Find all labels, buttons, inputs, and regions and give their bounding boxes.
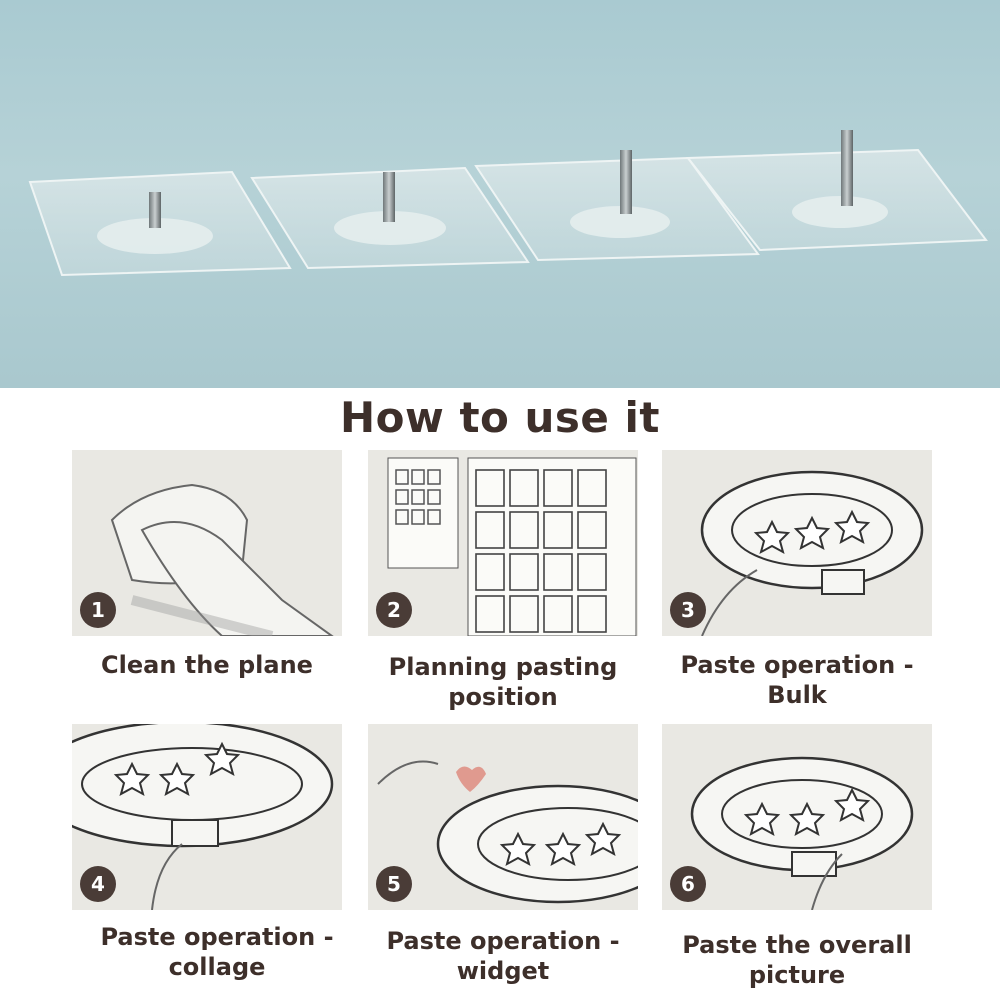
- airship-icon: [690, 756, 914, 910]
- step-3-illustration: 3: [662, 450, 932, 636]
- step-6-caption: Paste the overall picture: [682, 931, 912, 989]
- wall-pictures-icon: [387, 457, 637, 636]
- step-4-caption: Paste operation - collage: [100, 923, 334, 981]
- page-title: How to use it: [340, 393, 660, 442]
- adhesive-pad-3: [474, 150, 760, 262]
- step-5-number: 5: [376, 866, 412, 902]
- step-2-illustration: 2: [368, 450, 638, 636]
- adhesive-pad-1: [28, 170, 292, 277]
- step-2-number: 2: [376, 592, 412, 628]
- step-3-caption: Paste operation - Bulk: [680, 651, 914, 709]
- adhesive-pad-4: [686, 130, 988, 252]
- step-2-caption: Planning pasting position: [388, 653, 618, 711]
- step-4-number: 4: [80, 866, 116, 902]
- step-1-caption: Clean the plane: [101, 651, 313, 679]
- airship-icon: [377, 760, 638, 904]
- adhesive-pad-2: [250, 166, 530, 270]
- cleaning-hand-icon: [110, 483, 334, 636]
- step-4-illustration: 4: [72, 724, 342, 910]
- step-6-number: 6: [670, 866, 706, 902]
- airship-icon: [72, 724, 334, 910]
- step-1-illustration: 1: [72, 450, 342, 636]
- step-3-number: 3: [670, 592, 706, 628]
- step-5-illustration: 5: [368, 724, 638, 910]
- step-5-caption: Paste operation - widget: [386, 927, 620, 985]
- airship-icon: [700, 470, 924, 636]
- product-photo: [0, 0, 1000, 388]
- step-6-illustration: 6: [662, 724, 932, 910]
- step-1-number: 1: [80, 592, 116, 628]
